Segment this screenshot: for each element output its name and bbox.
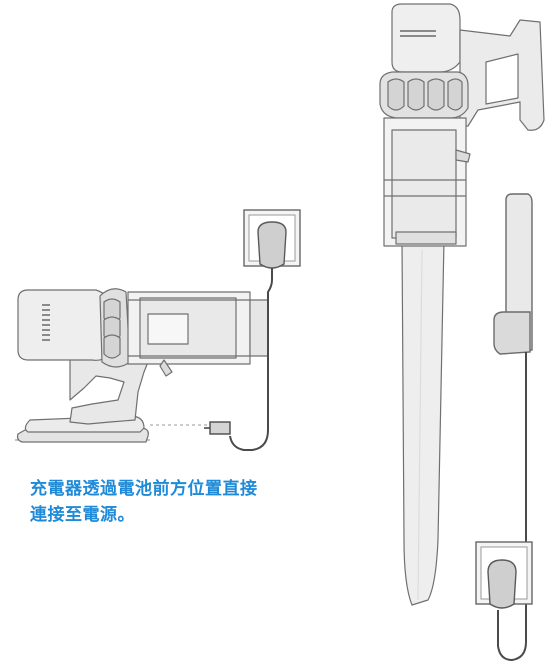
caption-line-1: 充電器透過電池前方位置直接: [30, 479, 258, 499]
dock-cable: [497, 352, 527, 662]
dock-plug: [487, 559, 517, 609]
caption-line-2: 連接至電源。: [30, 505, 135, 525]
wall-dock: [493, 193, 533, 355]
stick-vacuum: [379, 3, 545, 606]
wall-socket: [243, 209, 301, 269]
wall-socket-right: [475, 541, 533, 609]
handheld-vacuum: [15, 288, 269, 443]
charger-connector: [204, 421, 231, 435]
charger-cable: [229, 268, 273, 451]
charging-caption: 充電器透過電池前方位置直接 連接至電源。: [30, 476, 320, 528]
charger-plug: [257, 221, 287, 269]
